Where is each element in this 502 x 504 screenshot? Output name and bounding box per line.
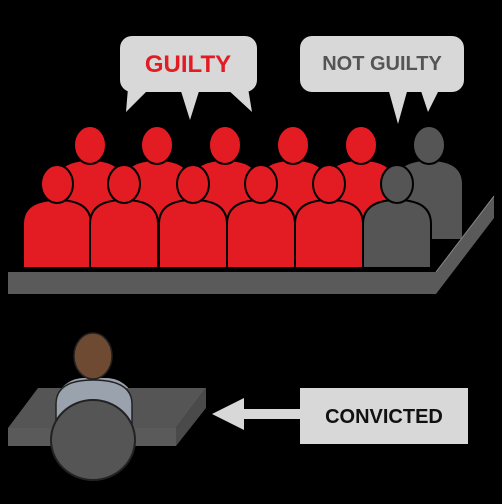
not-guilty-juror — [362, 164, 432, 269]
verdict-label: CONVICTED — [325, 406, 443, 428]
juror-head — [40, 164, 74, 204]
not-guilty-bubble-tail-right — [420, 88, 440, 112]
jury-members — [22, 125, 464, 269]
guilty-bubble-tail-center — [180, 88, 200, 120]
juror-body — [89, 198, 159, 269]
juror-head — [312, 164, 346, 204]
arrow-shaft — [238, 409, 304, 419]
juror-head — [208, 125, 242, 165]
jury-box — [8, 195, 495, 294]
juror-head — [276, 125, 310, 165]
guilty-bubble-tail-left — [126, 88, 150, 112]
guilty-speech-bubble: GUILTY — [120, 36, 257, 120]
juror-body — [158, 198, 228, 269]
guilty-juror — [89, 164, 159, 269]
not-guilty-label: NOT GUILTY — [322, 53, 442, 75]
guilty-label: GUILTY — [145, 51, 231, 78]
jury-box-front — [8, 272, 436, 294]
verdict-box: CONVICTED — [300, 388, 468, 444]
juror-head — [380, 164, 414, 204]
juror-head — [412, 125, 446, 165]
verdict-box-bg — [300, 388, 468, 444]
defendant-head — [73, 332, 113, 380]
juror-head — [140, 125, 174, 165]
juror-body — [22, 198, 92, 269]
guilty-juror — [294, 164, 364, 269]
jury-box-side — [436, 196, 494, 294]
guilty-juror — [158, 164, 228, 269]
not-guilty-speech-bubble: NOT GUILTY — [300, 36, 464, 124]
verdict-arrow — [212, 398, 304, 430]
juror-body — [226, 198, 296, 269]
guilty-juror — [226, 164, 296, 269]
guilty-bubble-tail-right — [226, 88, 252, 112]
juror-head — [176, 164, 210, 204]
juror-head — [73, 125, 107, 165]
guilty-bubble-body — [120, 36, 257, 92]
juror-head — [344, 125, 378, 165]
table-side — [176, 388, 206, 446]
not-guilty-bubble-tail-left — [388, 88, 408, 124]
juror-head — [107, 164, 141, 204]
juror-body — [294, 198, 364, 269]
juror-body — [362, 198, 432, 269]
not-guilty-bubble-body — [300, 36, 464, 92]
juror-head — [244, 164, 278, 204]
defendant-chair — [50, 399, 136, 481]
arrow-head — [212, 398, 244, 430]
jury-box-edge — [435, 195, 495, 273]
